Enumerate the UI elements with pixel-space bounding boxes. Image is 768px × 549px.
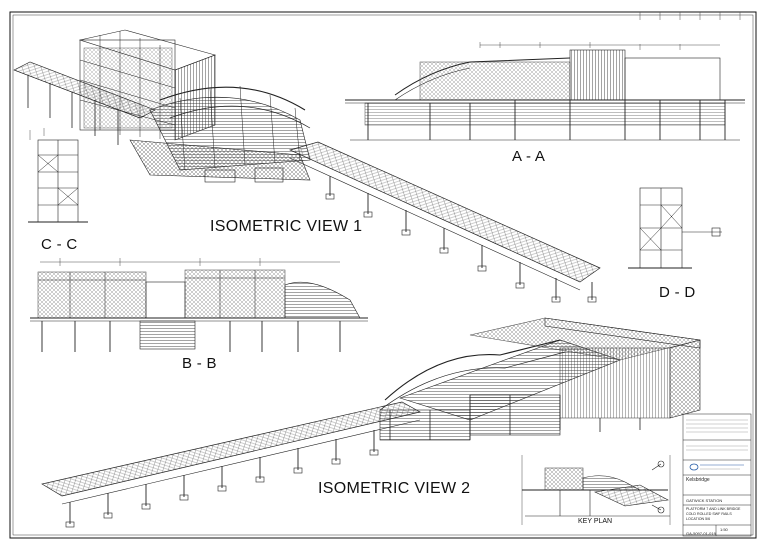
key-plan-label: KEY PLAN bbox=[578, 518, 613, 525]
title-block-title-3: LOCATION 5/6 bbox=[686, 517, 711, 521]
revision-ticks bbox=[639, 12, 741, 20]
isometric-view-1-label: ISOMETRIC VIEW 1 bbox=[210, 218, 363, 235]
section-d-d-drawing bbox=[628, 187, 722, 269]
sheet-inner-border bbox=[12, 14, 754, 536]
section-c-c-label: C - C bbox=[41, 236, 78, 253]
title-block-title-1: PLATFORM 7 AND LINK BRIDGE bbox=[686, 507, 741, 511]
title-block-title-2: COLD ROLLED SWF RAILS bbox=[686, 512, 732, 516]
key-plan-drawing bbox=[521, 455, 671, 525]
isometric-view-2-drawing bbox=[41, 317, 701, 528]
title-block-drawing-number: GA-5097-01-019 bbox=[686, 531, 716, 536]
title-block-company: Kelsbridge bbox=[686, 477, 710, 483]
section-b-b-label: B - B bbox=[182, 355, 217, 372]
sheet-border bbox=[9, 11, 757, 539]
company-logo-icon bbox=[689, 463, 699, 471]
section-b-b-drawing bbox=[30, 258, 368, 352]
title-block bbox=[682, 413, 752, 537]
section-c-c-drawing bbox=[28, 128, 88, 223]
section-d-d-label: D - D bbox=[659, 284, 696, 301]
title-block-project: GATWICK STATION bbox=[686, 498, 723, 503]
section-a-a-label: A - A bbox=[512, 148, 546, 165]
isometric-view-1-drawing bbox=[13, 29, 601, 303]
title-block-scale: 1:50 bbox=[720, 527, 728, 532]
section-a-a-drawing bbox=[345, 42, 745, 141]
isometric-view-2-label: ISOMETRIC VIEW 2 bbox=[318, 480, 471, 497]
